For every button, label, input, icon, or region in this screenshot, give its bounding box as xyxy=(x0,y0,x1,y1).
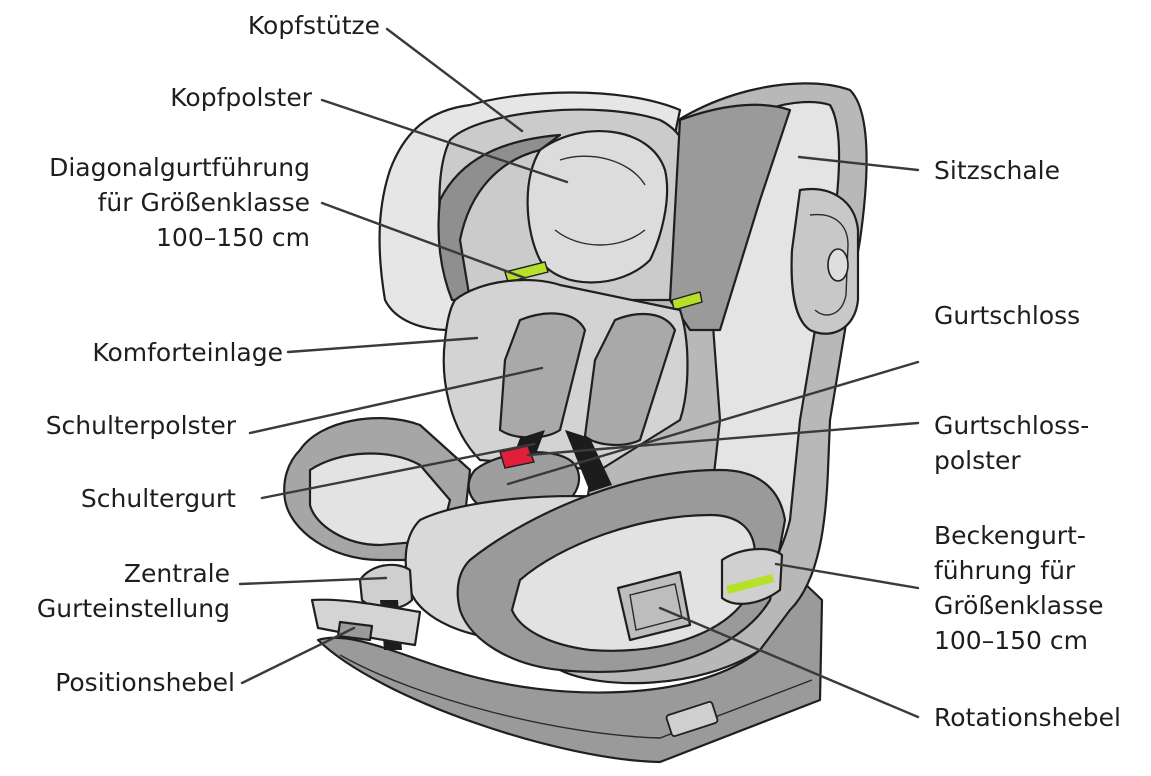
backrest-right-dark xyxy=(668,103,792,332)
lap-belt-guide-green xyxy=(726,574,774,594)
leader-gurtschlosspolster xyxy=(526,421,920,457)
leader-kopfpolster xyxy=(320,98,569,184)
base-slider xyxy=(665,701,719,737)
leader-beckengurt xyxy=(774,562,920,590)
label-positionshebel: Positionshebel xyxy=(55,668,235,697)
label-schulterpolster: Schulterpolster xyxy=(45,411,236,440)
leader-rotationshebel xyxy=(658,606,920,719)
label-beckengurt: Beckengurt- führung für Größenklasse 100… xyxy=(934,521,1104,655)
leader-komforteinlage xyxy=(286,336,479,354)
rotation-lever xyxy=(616,570,692,642)
base-foot-light xyxy=(339,654,813,739)
label-rotationshebel: Rotationshebel xyxy=(934,703,1121,732)
diagonal-belt-guide-left xyxy=(504,261,549,283)
leader-gurtschloss xyxy=(506,360,920,486)
label-kopfpolster: Kopfpolster xyxy=(170,83,312,112)
leader-zentrale xyxy=(238,576,388,586)
label-kopfstuetze: Kopfstütze xyxy=(247,11,380,40)
side-impact-knob xyxy=(827,248,849,282)
head-pad-seam-2 xyxy=(554,229,646,246)
leader-sitzschale xyxy=(797,155,920,172)
leader-diagonalgurt xyxy=(320,201,527,280)
label-schultergurt: Schultergurt xyxy=(80,484,236,513)
label-zentrale: Zentrale Gurteinstellung xyxy=(36,559,230,623)
head-pad-seam xyxy=(559,155,646,186)
label-sitzschale: Sitzschale xyxy=(934,156,1061,185)
label-gurtschloss: Gurtschloss xyxy=(934,301,1081,330)
label-komforteinlage: Komforteinlage xyxy=(92,338,283,367)
leader-kopfstuetze xyxy=(385,27,524,133)
label-diagonalgurt: Diagonalgurtführung für Größenklasse 100… xyxy=(49,153,310,252)
shoulder-pad-left xyxy=(498,312,587,439)
position-lever xyxy=(336,620,374,642)
label-gurtschlosspolster: Gurtschloss- polster xyxy=(934,411,1090,475)
leader-schultergurt xyxy=(260,442,536,500)
diagonal-belt-guide-right xyxy=(671,291,703,311)
leader-schulterpolster xyxy=(248,366,544,435)
leader-positionshebel xyxy=(240,626,356,685)
head-pad xyxy=(526,130,669,284)
